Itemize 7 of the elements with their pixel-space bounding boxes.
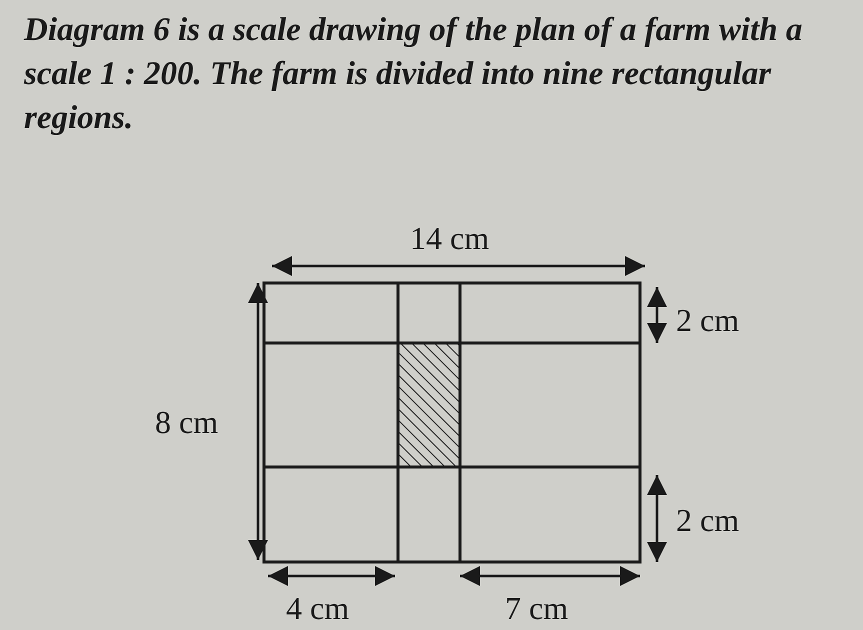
dimension-label: 7 cm: [505, 590, 568, 626]
dimension-label: 2 cm: [676, 302, 740, 338]
dimension-label: 2 cm: [676, 502, 740, 538]
question-text: Diagram 6 is a scale drawing of the plan of a farm with a scale 1 : 200. The farm is divided into nine rectangular regions.: [24, 11, 804, 138]
dimension-label: 14 cm: [410, 220, 490, 256]
dimension-label: 4 cm: [286, 590, 350, 626]
dimension-label: 8 cm: [155, 404, 218, 440]
